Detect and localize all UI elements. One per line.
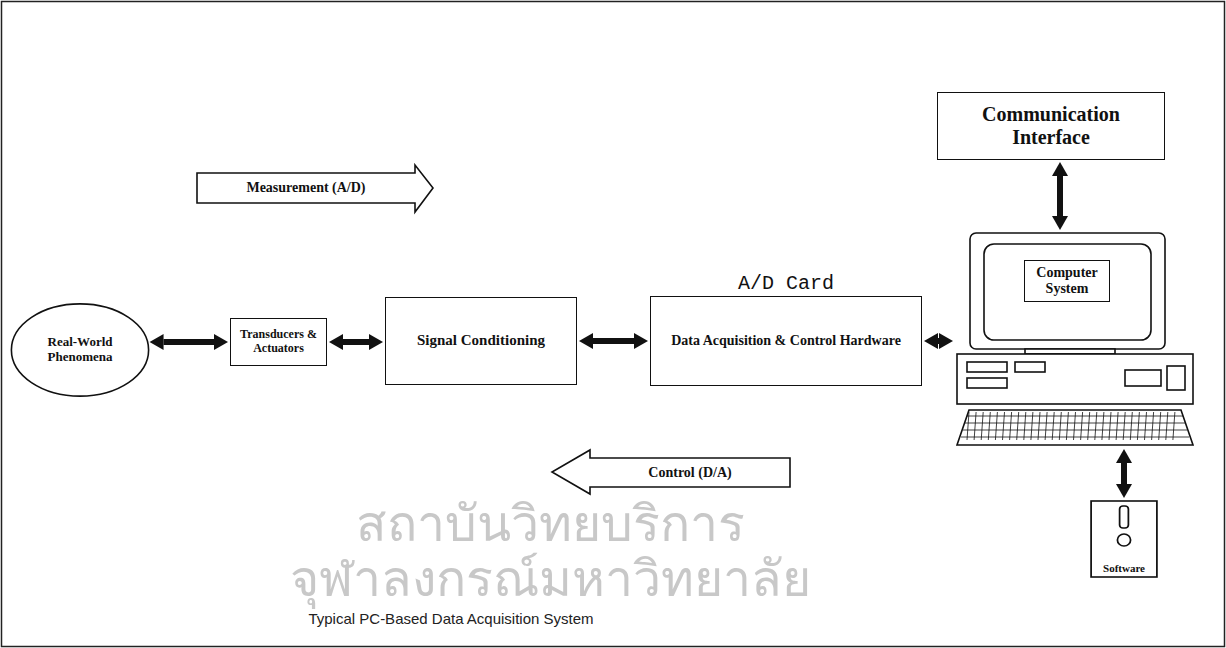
double-arrow-connector bbox=[1121, 463, 1127, 484]
double-arrow-connector bbox=[164, 339, 214, 345]
node-label: Real-World Phenomena bbox=[35, 335, 125, 365]
communication-box: Communication Interface bbox=[937, 92, 1165, 160]
node-label: Communication Interface bbox=[943, 103, 1159, 149]
figure-caption: Typical PC-Based Data Acquisition System bbox=[200, 610, 702, 627]
node-label: Data Acquisition & Control Hardware bbox=[671, 333, 901, 349]
node-label: Transducers & Actuators bbox=[236, 328, 321, 356]
signal-conditioning-box: Signal Conditioning bbox=[385, 297, 577, 385]
measurement-arrow bbox=[197, 165, 433, 212]
control-label: Control (D/A) bbox=[590, 458, 790, 487]
double-arrow-connector bbox=[938, 338, 939, 344]
software-disk: Software bbox=[1090, 500, 1158, 578]
double-arrow-connector bbox=[1057, 176, 1063, 216]
card-heading: A/D Card bbox=[651, 272, 921, 295]
double-arrow-connector bbox=[593, 338, 634, 344]
node-label: Signal Conditioning bbox=[417, 332, 545, 349]
phenomena-circle: Real-World Phenomena bbox=[10, 302, 150, 398]
daq-hardware-box: A/D CardData Acquisition & Control Hardw… bbox=[650, 296, 922, 386]
watermark-text: สถาบันวิทยบริการ bbox=[150, 497, 950, 551]
watermark-text: จุฬาลงกรณ์มหาวิทยาลัย bbox=[100, 551, 1000, 607]
node-label: Computer System bbox=[1024, 260, 1110, 302]
computer-system: Computer System bbox=[955, 232, 1195, 447]
control-arrow bbox=[552, 450, 790, 494]
measurement-label: Measurement (A/D) bbox=[197, 173, 415, 203]
transducer-box: Transducers & Actuators bbox=[230, 318, 327, 366]
node-label: Software bbox=[1090, 562, 1158, 575]
double-arrow-connector bbox=[343, 339, 369, 345]
